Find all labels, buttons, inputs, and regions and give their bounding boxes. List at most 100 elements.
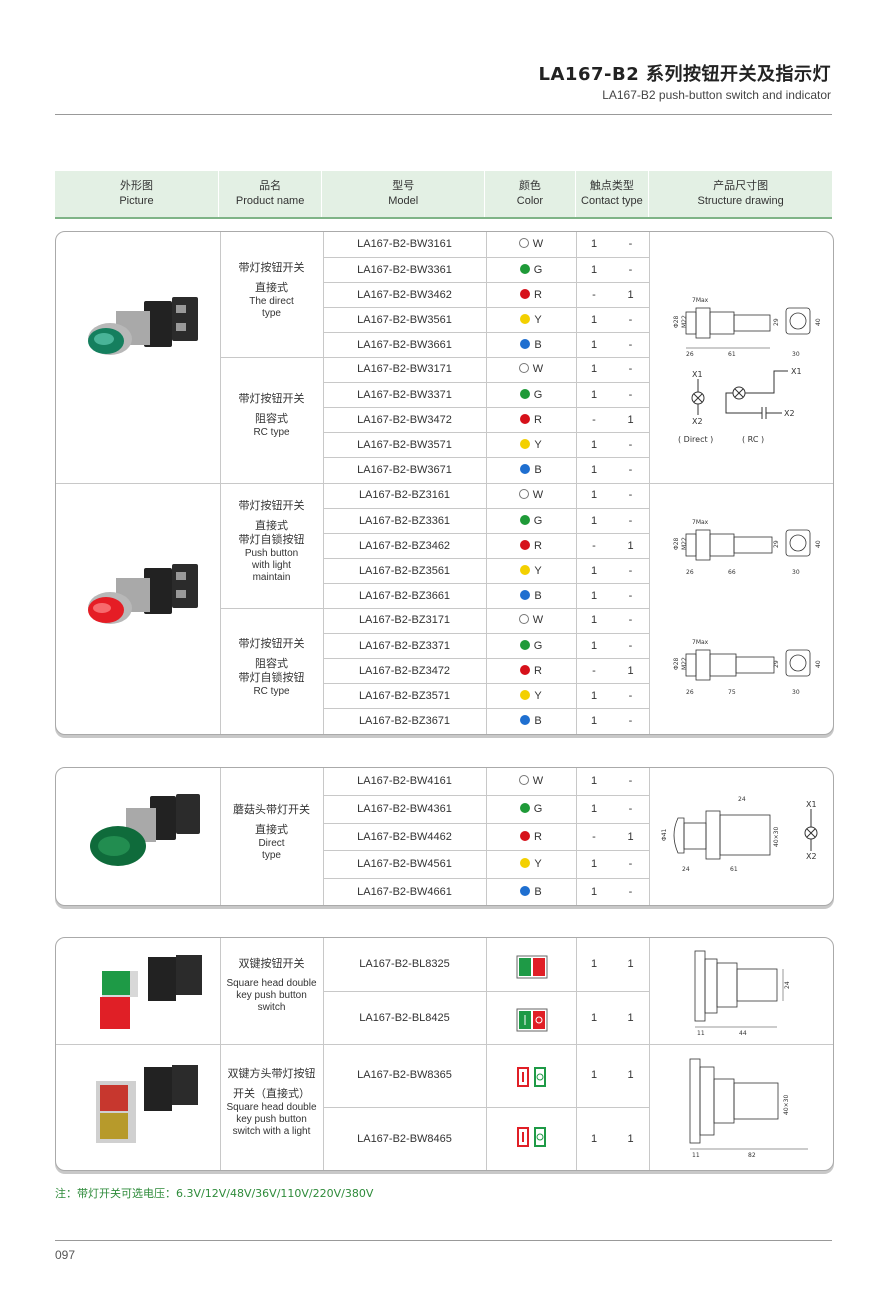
model-cell: LA167-B2-BZ3571 — [358, 690, 451, 702]
svg-text:40: 40 — [815, 318, 822, 326]
contact-no-cell: 1 — [590, 264, 598, 276]
color-code: G — [533, 389, 543, 401]
color-cell: W — [486, 608, 576, 633]
model-cell: LA167-B2-BZ3472 — [358, 665, 451, 677]
color-dot-icon — [519, 264, 530, 274]
svg-text:26: 26 — [686, 569, 694, 576]
product-name-line: RC type — [253, 685, 290, 697]
col-divider — [486, 938, 487, 1170]
contact-nc-cell: - — [628, 858, 633, 871]
color-dot-icon — [520, 289, 531, 299]
product-name-line: key push button — [236, 990, 307, 1001]
contact-no-cell: 1 — [590, 464, 598, 476]
color-cell: Y — [486, 559, 576, 584]
model-cell: LA167-B2-BW3661 — [357, 339, 452, 351]
top-rule — [55, 114, 832, 115]
red-green-light-key-icon-2 — [517, 1127, 546, 1147]
double-key-picture — [100, 955, 202, 1029]
contact-nc-cell: - — [628, 389, 633, 401]
model-cell: LA167-B2-BW4161 — [357, 775, 452, 787]
page-subtitle: LA167-B2 push-button switch and indicato… — [602, 88, 831, 102]
contact-nc-cell: 1 — [627, 1012, 634, 1024]
svg-text:11: 11 — [692, 1152, 700, 1159]
product-name-line: 带灯自锁按钮 — [238, 670, 305, 684]
svg-text:30: 30 — [792, 689, 800, 696]
product-name-line: switch — [257, 1002, 286, 1013]
product-name-line: 带灯自锁按钮 — [238, 532, 305, 546]
contact-nc-cell: 1 — [627, 414, 634, 426]
svg-text:M22: M22 — [681, 657, 688, 670]
color-code: R — [534, 665, 542, 677]
contact-no-cell: 1 — [590, 614, 598, 626]
contact-no-cell: 1 — [590, 1069, 598, 1081]
voltage-note: 注：带灯开关可选电压：6.3V/12V/48V/36V/110V/220V/38… — [55, 1187, 374, 1200]
svg-text:82: 82 — [748, 1152, 756, 1159]
color-cell: Y — [486, 684, 576, 709]
svg-text:40×30: 40×30 — [783, 1095, 790, 1115]
contact-nc-cell: - — [628, 515, 633, 527]
color-code: G — [533, 264, 543, 276]
svg-text:X1: X1 — [806, 800, 817, 809]
color-dot-icon — [520, 830, 531, 841]
product-name-line: RC type — [253, 427, 290, 438]
svg-text:M22: M22 — [681, 537, 688, 550]
model-cell: LA167-B2-BW3171 — [357, 363, 452, 375]
contact-no-cell: 1 — [590, 858, 598, 871]
product-name-line: The direct — [249, 295, 294, 307]
col-divider — [649, 938, 650, 1170]
col-divider — [576, 938, 577, 1170]
model-cell: LA167-B2-BW3561 — [357, 314, 452, 326]
red-green-light-key-icon — [517, 1067, 546, 1087]
contact-no-cell: 1 — [590, 590, 598, 602]
color-dot-icon — [520, 414, 531, 424]
color-dot-icon — [520, 314, 531, 324]
svg-text:Φ28: Φ28 — [673, 315, 680, 328]
color-code: B — [534, 590, 542, 602]
product-name-line: 带灯按钮开关 — [238, 260, 305, 274]
product-name-line: type — [262, 849, 281, 861]
svg-text:( Direct ): ( Direct ) — [678, 435, 713, 444]
product-name-line: switch with a light — [232, 1125, 311, 1137]
product-name-line: maintain — [252, 571, 291, 583]
color-cell: G — [486, 258, 576, 283]
svg-text:61: 61 — [730, 866, 738, 873]
svg-text:11: 11 — [697, 1030, 705, 1037]
model-cell: LA167-B2-BW3671 — [357, 464, 452, 476]
color-dot-icon — [520, 339, 531, 349]
svg-text:75: 75 — [728, 689, 736, 696]
contact-nc-cell: - — [628, 590, 633, 602]
svg-text:40: 40 — [815, 540, 822, 548]
contact-no-cell: 1 — [590, 314, 598, 326]
color-cell: B — [486, 879, 576, 905]
model-cell: LA167-B2-BL8425 — [359, 1012, 450, 1024]
model-cell: LA167-B2-BZ3361 — [358, 515, 451, 527]
svg-text:30: 30 — [792, 569, 800, 576]
group-divider — [56, 483, 833, 484]
contact-nc-cell: 1 — [627, 958, 634, 970]
page-number: 097 — [55, 1248, 76, 1262]
